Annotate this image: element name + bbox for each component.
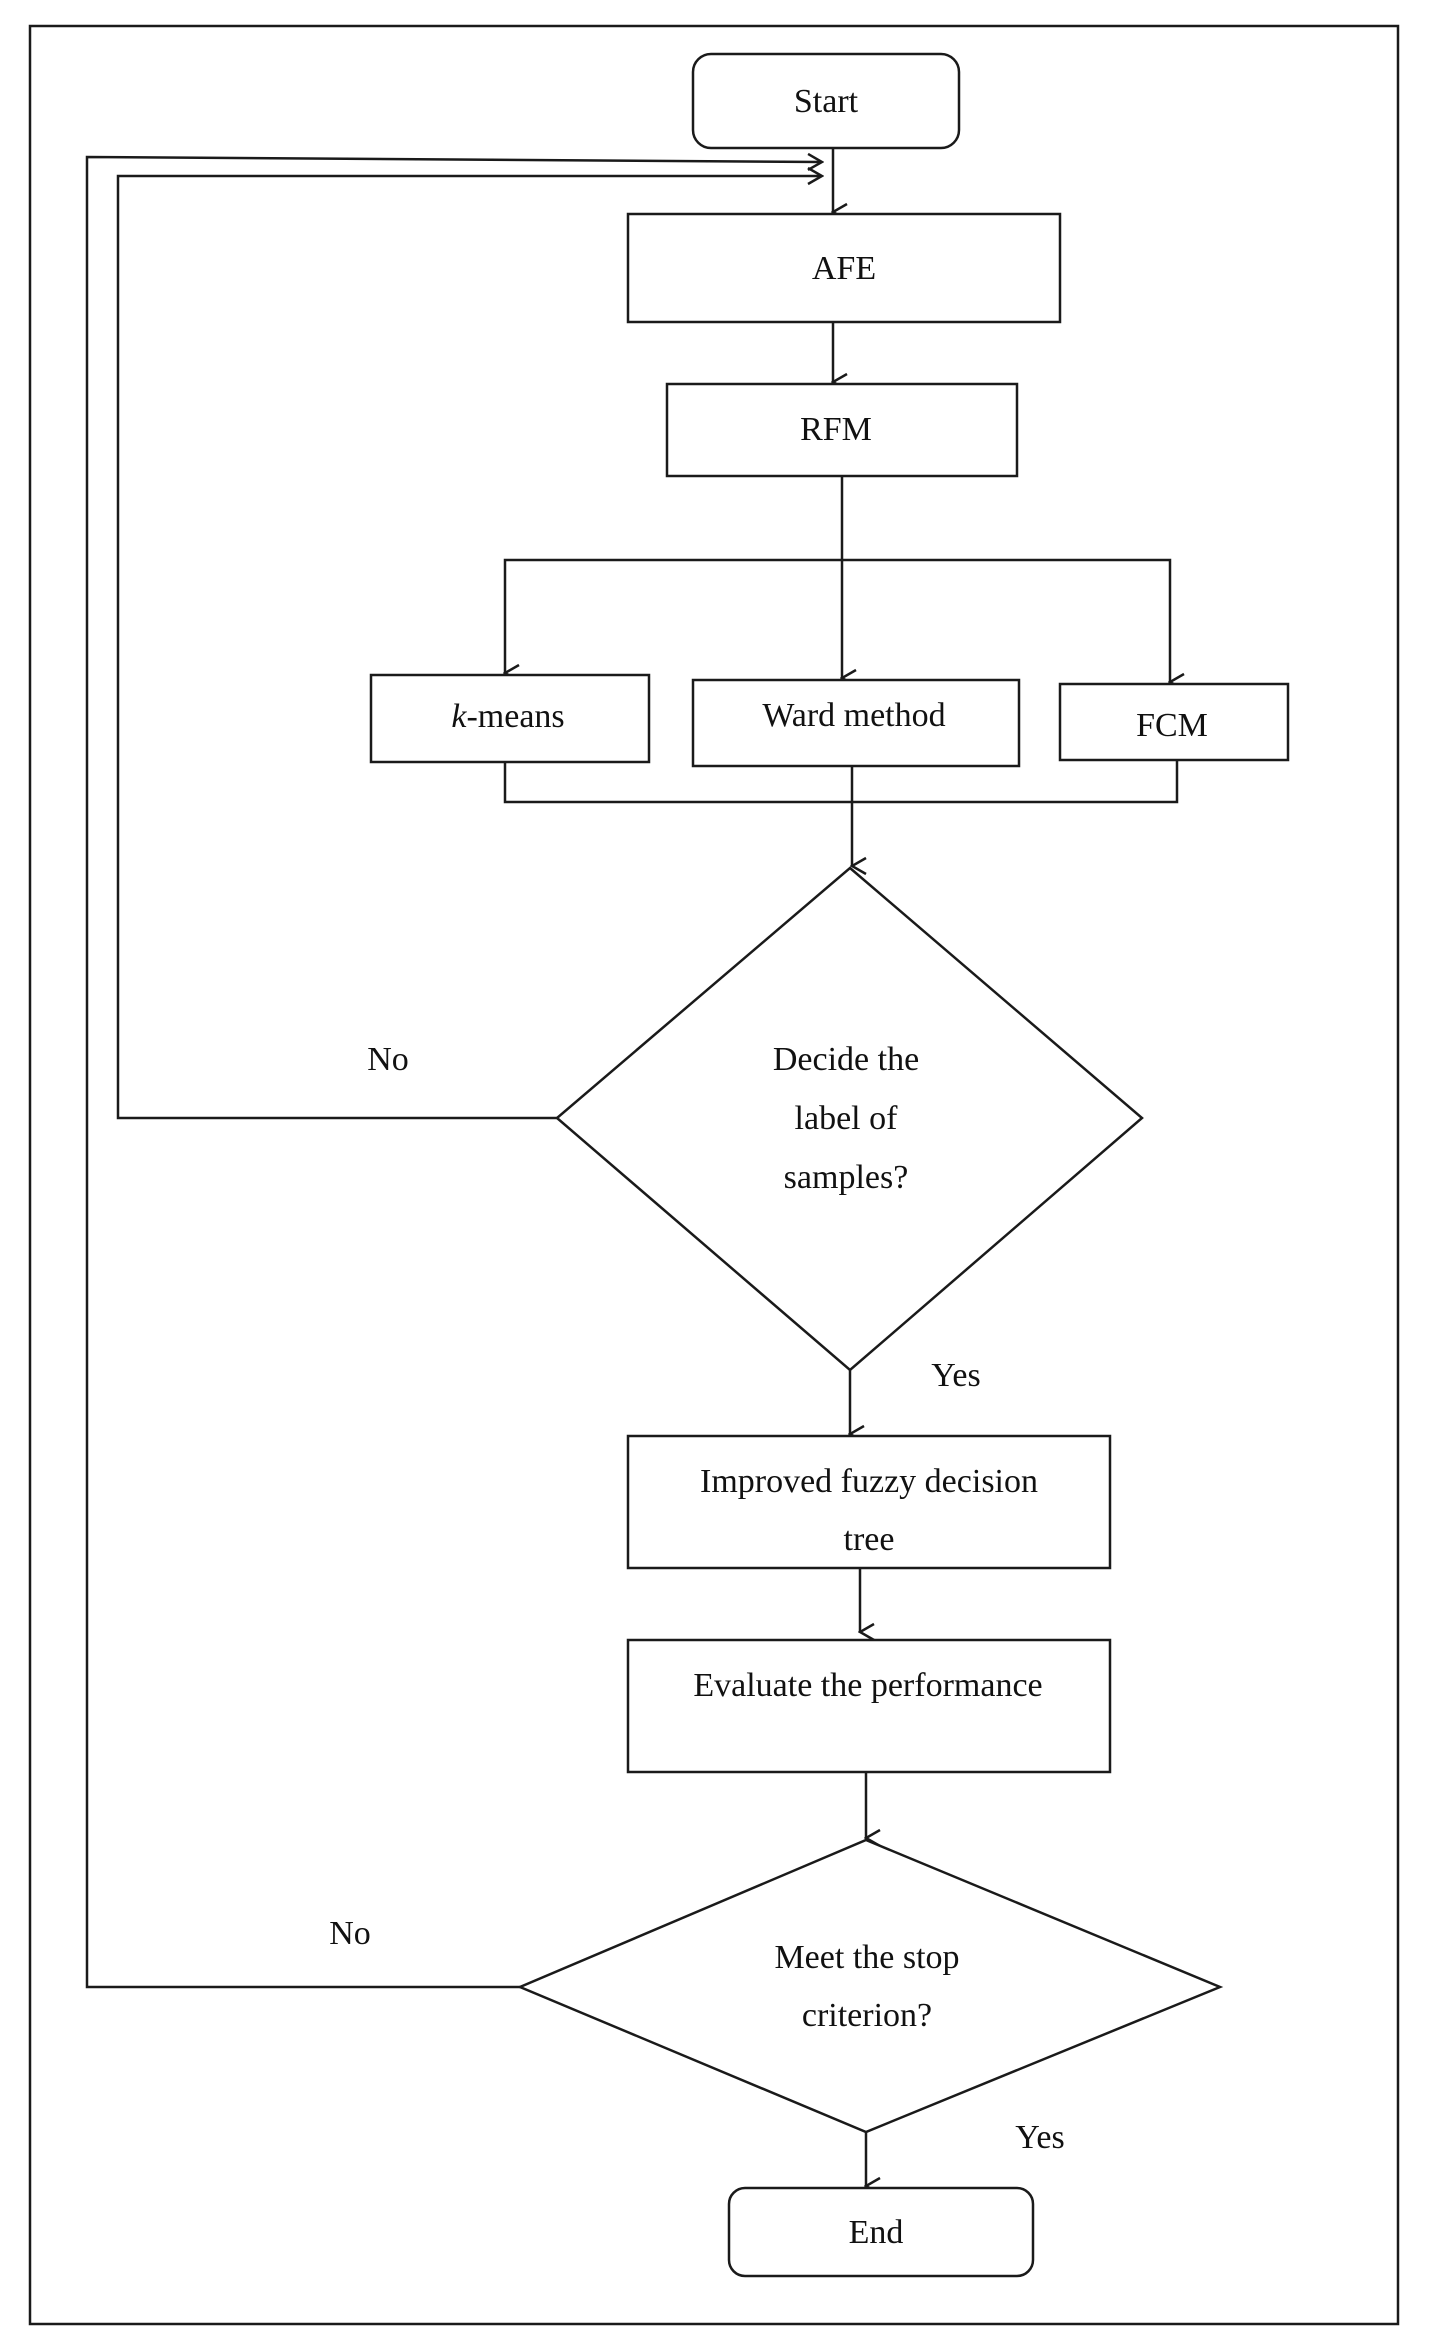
decide-label-line-1: Decide the	[773, 1041, 919, 1078]
edge-clusters-merge	[503, 760, 1179, 804]
ward-label: Ward method	[762, 697, 945, 734]
fuzzy-tree-label-line-1: Improved fuzzy decision	[700, 1463, 1038, 1500]
fuzzy-tree-node: Improved fuzzy decision tree	[626, 1434, 1112, 1570]
ward-node: Ward method	[691, 678, 1021, 768]
kmeans-label: k-means	[451, 698, 564, 735]
edge-stop-no-loop	[85, 157, 822, 1989]
decide-node: Decide the label of samples?	[555, 866, 1144, 1372]
edge-decide-no-loop	[116, 176, 822, 1120]
fcm-node: FCM	[1058, 682, 1290, 762]
start-label: Start	[794, 83, 859, 120]
decide-label-line-3: samples?	[784, 1159, 909, 1196]
decide-yes-label: Yes	[931, 1357, 980, 1394]
rfm-label: RFM	[800, 411, 872, 448]
decide-label-line-2: label of	[795, 1100, 899, 1137]
edge-rfm-kmeans	[505, 476, 844, 673]
evaluate-node: Evaluate the performance	[626, 1638, 1112, 1774]
afe-node: AFE	[626, 212, 1062, 324]
afe-label: AFE	[812, 250, 876, 287]
stop-no-label: No	[329, 1915, 371, 1952]
stop-yes-label: Yes	[1015, 2119, 1064, 2156]
diagram-frame	[28, 24, 1400, 2326]
evaluate-label: Evaluate the performance	[693, 1667, 1042, 1704]
fuzzy-tree-label-line-2: tree	[844, 1521, 895, 1558]
end-node: End	[727, 2186, 1035, 2278]
stop-label-line-2: criterion?	[802, 1997, 932, 2034]
kmeans-node: k-means	[369, 673, 651, 764]
rfm-node: RFM	[665, 382, 1019, 478]
stop-label-line-1: Meet the stop	[774, 1939, 959, 1976]
kmeans-label-rest: -means	[466, 698, 564, 735]
decide-no-label: No	[367, 1041, 409, 1078]
stop-node: Meet the stop criterion?	[516, 1838, 1224, 2134]
start-node: Start	[691, 52, 961, 150]
fcm-label: FCM	[1136, 707, 1208, 744]
edge-rfm-fcm	[842, 558, 1170, 682]
end-label: End	[849, 2214, 904, 2251]
kmeans-label-k: k	[451, 698, 467, 735]
